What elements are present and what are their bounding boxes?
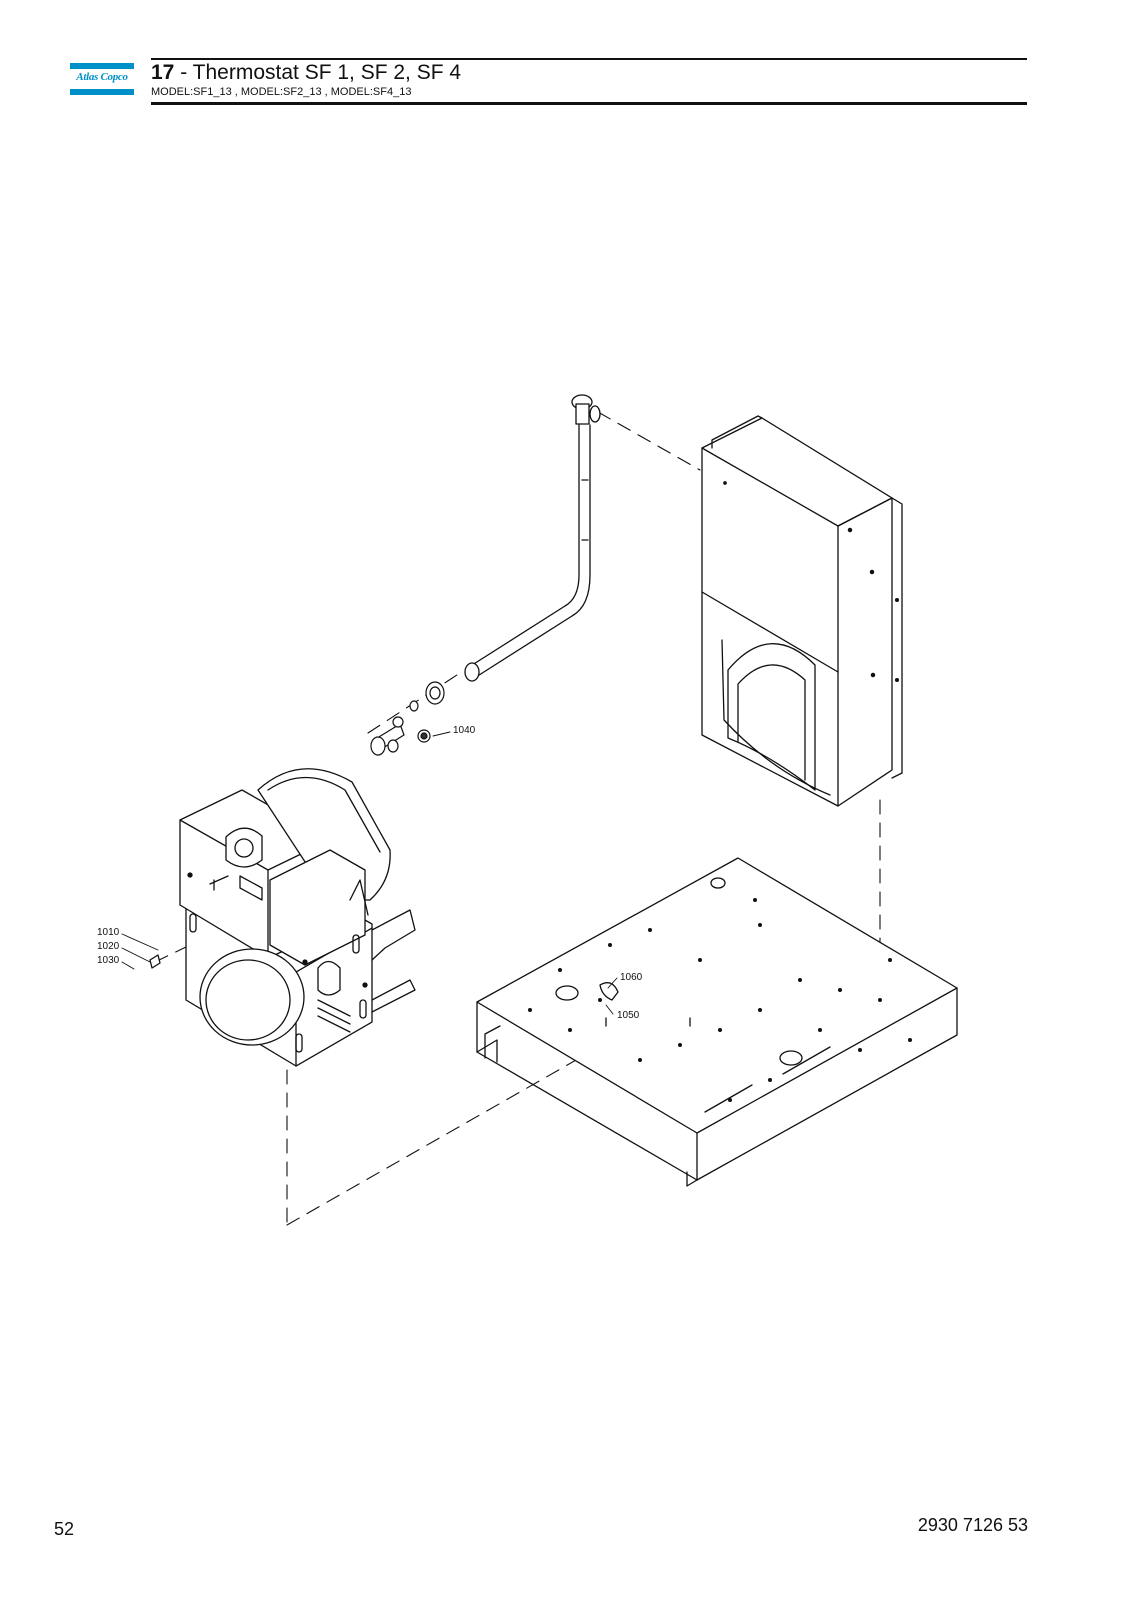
header-rule-bottom — [151, 102, 1027, 105]
callout-1010: 1010 — [97, 927, 120, 938]
title-separator: - — [174, 61, 193, 84]
header-rule-top — [151, 58, 1027, 60]
callout-1030: 1030 — [97, 955, 120, 966]
burner-unit — [149, 768, 416, 1067]
callout-1050: 1050 — [617, 1010, 640, 1021]
callout-leaders — [121, 731, 618, 1015]
base-plate — [476, 857, 958, 1187]
logo-bar-top — [70, 63, 134, 69]
thermostat-pipe — [464, 394, 601, 682]
callout-1040: 1040 — [453, 725, 476, 736]
section-number: 17 — [151, 61, 175, 84]
callout-1060: 1060 — [620, 972, 643, 983]
document-number: 2930 7126 53 — [917, 1515, 1028, 1535]
model-list: MODEL:SF1_13 , MODEL:SF2_13 , MODEL:SF4_… — [151, 86, 412, 98]
page-number: 52 — [54, 1519, 75, 1539]
atlas-copco-logo: Atlas Copco — [70, 63, 134, 95]
logo-bar-bottom — [70, 89, 134, 95]
logo-wordmark: Atlas Copco — [76, 71, 128, 83]
duct-housing — [701, 415, 903, 807]
callout-1020: 1020 — [97, 941, 120, 952]
fitting-parts — [370, 681, 445, 756]
section-title: Thermostat SF 1, SF 2, SF 4 — [192, 61, 462, 84]
page-title: 17 - Thermostat SF 1, SF 2, SF 4 — [151, 61, 461, 85]
